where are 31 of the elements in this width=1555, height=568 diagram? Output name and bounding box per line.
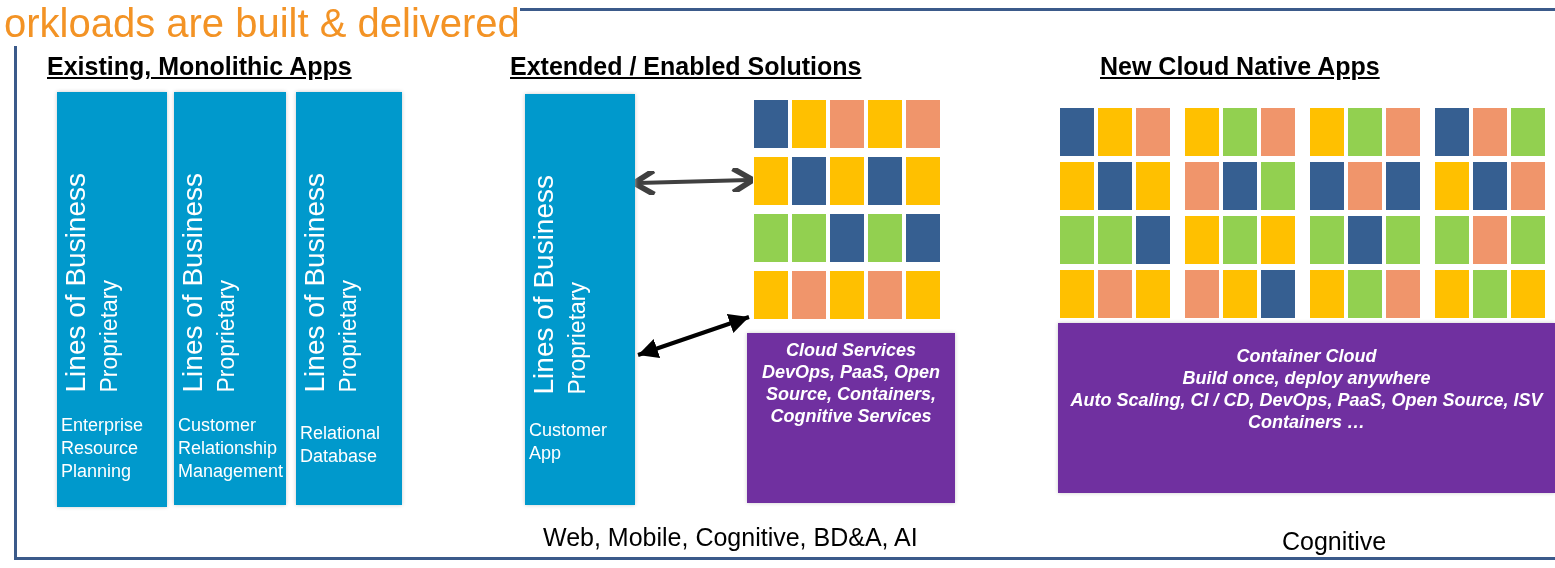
business-label: Lines of Business [528, 174, 560, 394]
application-box [296, 92, 402, 505]
proprietary-label: Proprietary [334, 279, 362, 392]
application-name: Enterprise Resource Planning [61, 414, 145, 483]
business-label: Lines of Business [177, 172, 209, 392]
footer-note: Web, Mobile, Cognitive, BD&A, AI [543, 523, 918, 552]
platform-box [747, 333, 955, 503]
footer-note: Cognitive [1282, 527, 1387, 556]
business-label: Lines of Business [299, 172, 331, 392]
application-box [525, 94, 635, 505]
application-name: Customer Relationship Management [178, 414, 284, 483]
section-heading: Existing, Monolithic Apps [47, 52, 352, 81]
proprietary-label: Proprietary [563, 281, 591, 394]
business-label: Lines of Business [60, 172, 92, 392]
platform-text: Containers … [1247, 411, 1366, 433]
platform-text: Build once, deploy anywhere [1181, 367, 1432, 389]
section-heading: Extended / Enabled Solutions [510, 52, 862, 81]
tile-grid-drawing [1058, 105, 1547, 321]
application-box [174, 92, 286, 505]
proprietary-label: Proprietary [212, 279, 240, 392]
section-heading: New Cloud Native Apps [1100, 52, 1380, 81]
platform-text: Container Cloud [1235, 345, 1378, 367]
platform-box [1058, 323, 1555, 493]
platform-text: Auto Scaling, CI / CD, DevOps, PaaS, Open Source, ISV [1069, 389, 1545, 411]
platform-text: Cloud Services [784, 339, 918, 361]
application-box [57, 92, 167, 507]
platform-text: DevOps, PaaS, Open Source, Containers, Cognitive Services [760, 361, 942, 427]
proprietary-label: Proprietary [95, 279, 123, 392]
application-name: Relational Database [300, 422, 382, 468]
application-name: Customer App [529, 419, 609, 465]
double-arrow [637, 314, 750, 358]
